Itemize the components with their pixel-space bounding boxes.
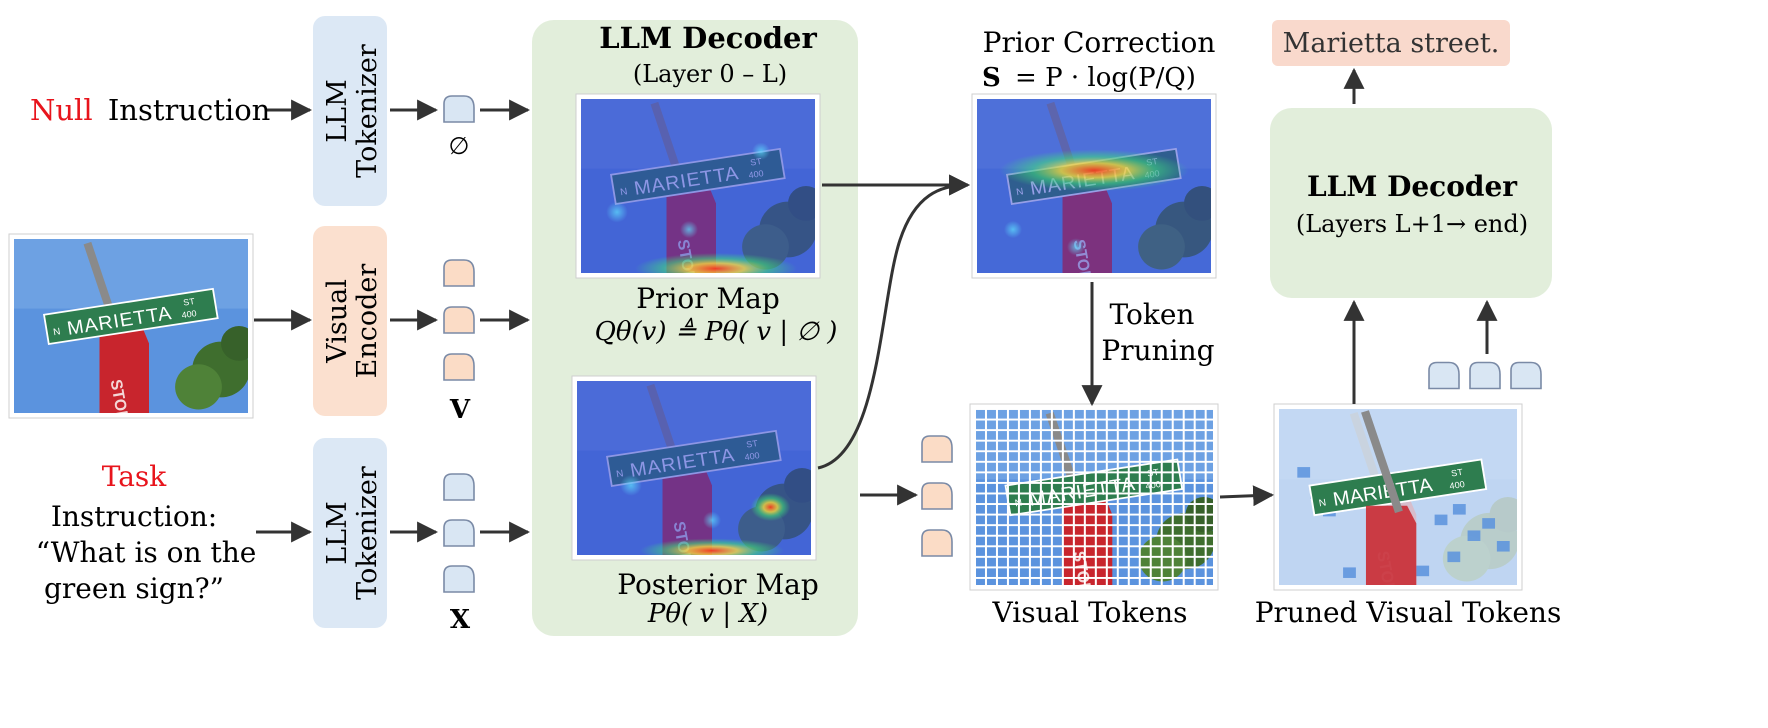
svg-text:Visual: Visual bbox=[322, 279, 353, 364]
llm-tokenizer-top-box bbox=[313, 16, 387, 206]
svg-text:Tokenizer: Tokenizer bbox=[352, 466, 383, 600]
posterior-map-formula: Pθ( v | X) bbox=[647, 599, 768, 629]
task-instruction-line1: Instruction: bbox=[51, 500, 217, 533]
token-pruning-label-line2: Pruning bbox=[1101, 334, 1214, 367]
posterior-map-image bbox=[571, 375, 817, 561]
task-instruction-line3: green sign?” bbox=[44, 572, 224, 605]
null-instruction-token bbox=[443, 95, 475, 123]
svg-text:ST: ST bbox=[1450, 467, 1464, 479]
null-symbol: ∅ bbox=[449, 132, 470, 160]
visual-token-stack bbox=[443, 259, 475, 381]
svg-text:Tokenizer: Tokenizer bbox=[352, 44, 383, 178]
output-text: Marietta street. bbox=[1283, 28, 1500, 59]
llm-tokenizer-top-label: LLM Tokenizer bbox=[322, 44, 383, 178]
prior-correction-formula: S = P · log(P/Q) bbox=[982, 63, 1196, 93]
decoder-early-title: LLM Decoder bbox=[599, 21, 817, 55]
input-image bbox=[8, 233, 254, 419]
svg-text:LLM: LLM bbox=[322, 79, 353, 143]
llm-tokenizer-bottom-box bbox=[313, 438, 387, 628]
svg-text:LLM: LLM bbox=[322, 501, 353, 565]
posterior-map-title: Posterior Map bbox=[617, 568, 819, 601]
visual-tokens-mid-stack bbox=[921, 435, 953, 557]
prior-map-formula: Qθ(v) ≜ Pθ( v | ∅ ) bbox=[595, 317, 838, 347]
pruned-token-row bbox=[1428, 361, 1542, 390]
decoder-late-subtitle: (Layers L+1→ end) bbox=[1296, 210, 1528, 238]
visual-tokens-label: Visual Tokens bbox=[992, 596, 1188, 629]
visual-symbol-v: V bbox=[449, 395, 471, 425]
svg-text:400: 400 bbox=[1449, 479, 1466, 491]
token-pruning-label-line1: Token bbox=[1110, 298, 1195, 331]
svg-text:Encoder: Encoder bbox=[352, 264, 383, 379]
llm-decoder-late-panel bbox=[1270, 108, 1552, 298]
prior-map-image bbox=[575, 93, 821, 279]
decoder-early-subtitle: (Layer 0 – L) bbox=[633, 60, 787, 88]
visual-encoder-label: Visual Encoder bbox=[322, 264, 383, 379]
prior-map-title: Prior Map bbox=[636, 282, 780, 315]
visual-tokens-image bbox=[969, 403, 1219, 591]
pruned-visual-tokens-image: N MARIETTA ST 400 bbox=[1273, 403, 1523, 591]
output-box bbox=[1272, 20, 1510, 66]
text-symbol-x: X bbox=[450, 605, 471, 635]
task-label: Task bbox=[102, 460, 168, 493]
task-instruction-line2: “What is on the bbox=[36, 536, 257, 569]
prior-correction-map-image bbox=[971, 93, 1217, 279]
text-token-stack bbox=[443, 473, 475, 593]
pruned-visual-tokens-label: Pruned Visual Tokens bbox=[1255, 596, 1562, 629]
null-instruction-label: Null Instruction bbox=[30, 93, 270, 127]
flow-arrows bbox=[254, 67, 1498, 543]
decoder-late-title: LLM Decoder bbox=[1307, 170, 1518, 203]
llm-tokenizer-bottom-label: LLM Tokenizer bbox=[322, 466, 383, 600]
svg-text:N: N bbox=[1318, 498, 1327, 510]
prior-correction-title: Prior Correction bbox=[983, 26, 1216, 59]
visual-encoder-box bbox=[313, 226, 387, 416]
